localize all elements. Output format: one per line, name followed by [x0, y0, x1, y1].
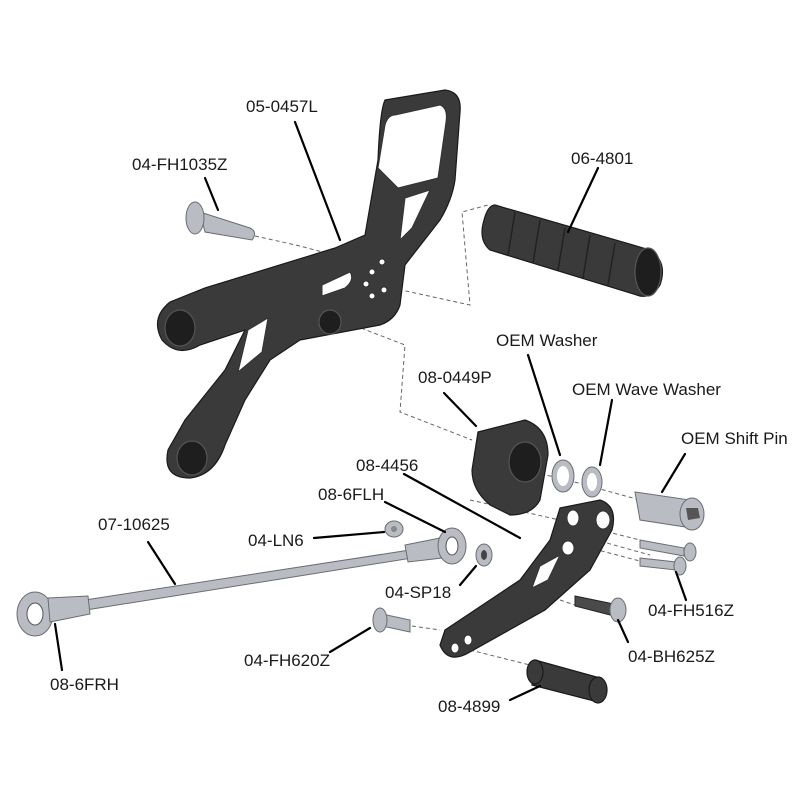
label-04-FH516Z: 04-FH516Z	[648, 601, 734, 620]
part-04-FH516Z-screws	[639, 539, 697, 576]
label-04-SP18: 04-SP18	[385, 583, 451, 602]
label-05-0457L: 05-0457L	[246, 97, 318, 116]
label-04-FH1035Z: 04-FH1035Z	[132, 155, 227, 174]
part-oem-wave-washer	[581, 466, 603, 498]
label-06-4801: 06-4801	[571, 149, 633, 168]
label-08-4899: 08-4899	[438, 697, 500, 716]
part-05-0457L-bracket	[156, 89, 461, 479]
part-08-4456-shift-arm	[439, 499, 615, 658]
part-08-0449P-eccentric	[471, 419, 549, 516]
label-04-LN6: 04-LN6	[248, 531, 304, 550]
label-oem-wave-washer: OEM Wave Washer	[572, 380, 721, 399]
part-04-FH620Z-bolt	[372, 607, 411, 633]
part-04-FH1035Z-bolt	[185, 201, 256, 241]
label-oem-washer: OEM Washer	[496, 331, 598, 350]
part-labels: 05-0457L 04-FH1035Z 06-4801 OEM Washer 0…	[50, 97, 788, 716]
label-04-FH620Z: 04-FH620Z	[244, 651, 330, 670]
label-oem-shift-pin: OEM Shift Pin	[681, 429, 788, 448]
part-07-10625-rod	[84, 549, 413, 611]
part-oem-washer	[551, 459, 575, 493]
part-oem-shift-pin	[634, 491, 705, 531]
label-08-4456: 08-4456	[356, 456, 418, 475]
part-04-SP18-spacer	[475, 543, 493, 567]
part-08-4899-spacer	[526, 659, 608, 704]
label-04-BH625Z: 04-BH625Z	[628, 647, 715, 666]
label-08-6FRH: 08-6FRH	[50, 675, 119, 694]
part-04-BH625Z-bolt	[574, 595, 627, 623]
part-04-LN6-nut	[384, 520, 404, 538]
label-08-6FLH: 08-6FLH	[318, 485, 384, 504]
part-06-4801-grip	[481, 204, 663, 297]
part-08-6FLH-rod-end	[404, 527, 467, 565]
part-08-6FRH-rod-end	[16, 591, 91, 637]
label-08-0449P: 08-0449P	[418, 368, 492, 387]
leader-lines	[53, 120, 688, 702]
label-07-10625: 07-10625	[98, 515, 170, 534]
